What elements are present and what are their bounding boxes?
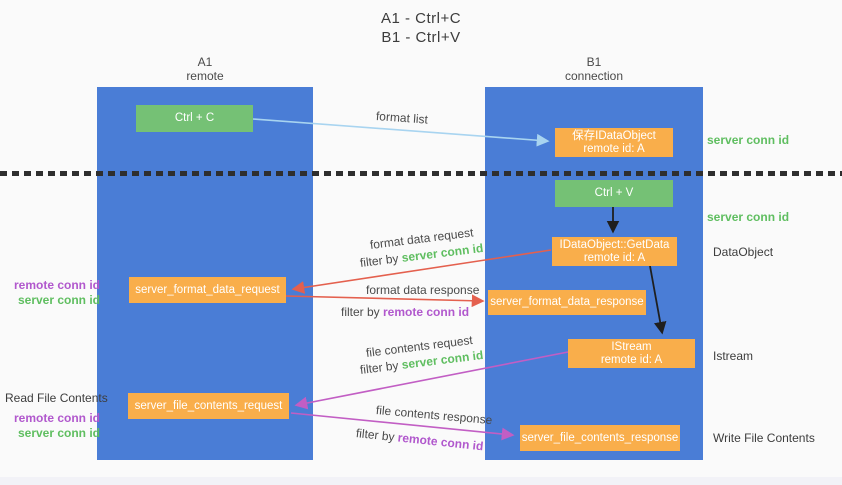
node-server-format-data-request-label: server_format_data_request bbox=[135, 283, 280, 296]
node-idataobject-getdata-sublabel: remote id: A bbox=[583, 251, 646, 264]
node-server-file-contents-response: server_file_contents_response bbox=[520, 425, 680, 451]
node-server-file-contents-request: server_file_contents_request bbox=[128, 393, 289, 419]
lifeline-right-subtitle: connection bbox=[564, 69, 624, 83]
node-idataobject-getdata: IDataObject::GetData remote id: A bbox=[552, 237, 677, 266]
node-idataobject-getdata-label: IDataObject::GetData bbox=[559, 238, 670, 251]
bottom-band bbox=[0, 477, 842, 485]
label-read-file-contents: Read File Contents bbox=[5, 391, 108, 405]
lifeline-right-title: B1 bbox=[586, 55, 602, 69]
node-ctrl-c: Ctrl + C bbox=[136, 105, 253, 132]
filter-by-text: filter by bbox=[359, 250, 403, 270]
label-server-conn-id-top: server conn id bbox=[707, 133, 790, 147]
lifeline-left-subtitle: remote bbox=[186, 69, 224, 83]
node-ctrl-c-label: Ctrl + C bbox=[174, 112, 215, 124]
lifeline-right-header: B1 connection bbox=[485, 55, 703, 83]
label-write-file-contents: Write File Contents bbox=[713, 431, 815, 445]
label-server-conn-id: server conn id bbox=[17, 293, 100, 307]
node-save-dataobject-label: 保存IDataObject bbox=[572, 129, 656, 142]
lifeline-left-title: A1 bbox=[197, 55, 213, 69]
node-server-file-contents-response-label: server_file_contents_response bbox=[521, 431, 679, 444]
node-istream: IStream remote id: A bbox=[568, 339, 695, 368]
lifeline-left-header: A1 remote bbox=[97, 55, 313, 83]
label-istream: Istream bbox=[713, 349, 754, 363]
node-save-dataobject: 保存IDataObject remote id: A bbox=[555, 128, 673, 157]
node-server-format-data-response-label: server_format_data_response bbox=[490, 296, 644, 308]
node-server-format-data-request: server_format_data_request bbox=[129, 277, 286, 303]
label-format-list: format list bbox=[375, 109, 429, 127]
node-ctrl-v-label: Ctrl + V bbox=[594, 187, 634, 199]
node-save-dataobject-sublabel: remote id: A bbox=[583, 142, 645, 155]
label-remote-conn-id: remote conn id bbox=[13, 278, 100, 292]
label-filter-by-remote-conn-id-1: filter by remote conn id bbox=[341, 305, 469, 319]
title-line-2: B1 - Ctrl+V bbox=[381, 29, 461, 46]
diagram-title: A1 - Ctrl+C B1 - Ctrl+V bbox=[0, 9, 842, 47]
node-server-file-contents-request-label: server_file_contents_request bbox=[134, 399, 283, 412]
label-file-contents-response: file contents response bbox=[375, 403, 493, 428]
node-istream-label: IStream bbox=[611, 340, 652, 353]
filter-by-text: filter by bbox=[355, 426, 399, 445]
node-server-format-data-response: server_format_data_response bbox=[488, 290, 646, 315]
node-istream-sublabel: remote id: A bbox=[600, 353, 663, 366]
filter-by-text: filter by bbox=[341, 305, 384, 319]
filter-remote-conn-id-text: remote conn id bbox=[383, 305, 470, 319]
conn-id-block-format: remote conn id server conn id bbox=[0, 278, 100, 308]
label-remote-conn-id: remote conn id bbox=[13, 411, 100, 425]
label-server-conn-id: server conn id bbox=[17, 426, 100, 440]
conn-id-block-file: remote conn id server conn id bbox=[0, 411, 100, 441]
filter-by-text: filter by bbox=[359, 357, 403, 377]
label-server-conn-id-mid: server conn id bbox=[707, 210, 790, 224]
copy-paste-separator-line bbox=[0, 171, 842, 176]
filter-remote-conn-id-text: remote conn id bbox=[397, 430, 485, 454]
label-filter-by-remote-conn-id-2: filter by remote conn id bbox=[355, 426, 484, 453]
label-format-data-response: format data response bbox=[366, 283, 480, 297]
title-line-1: A1 - Ctrl+C bbox=[380, 10, 462, 27]
label-dataobject: DataObject bbox=[713, 245, 774, 259]
node-ctrl-v: Ctrl + V bbox=[555, 180, 673, 207]
